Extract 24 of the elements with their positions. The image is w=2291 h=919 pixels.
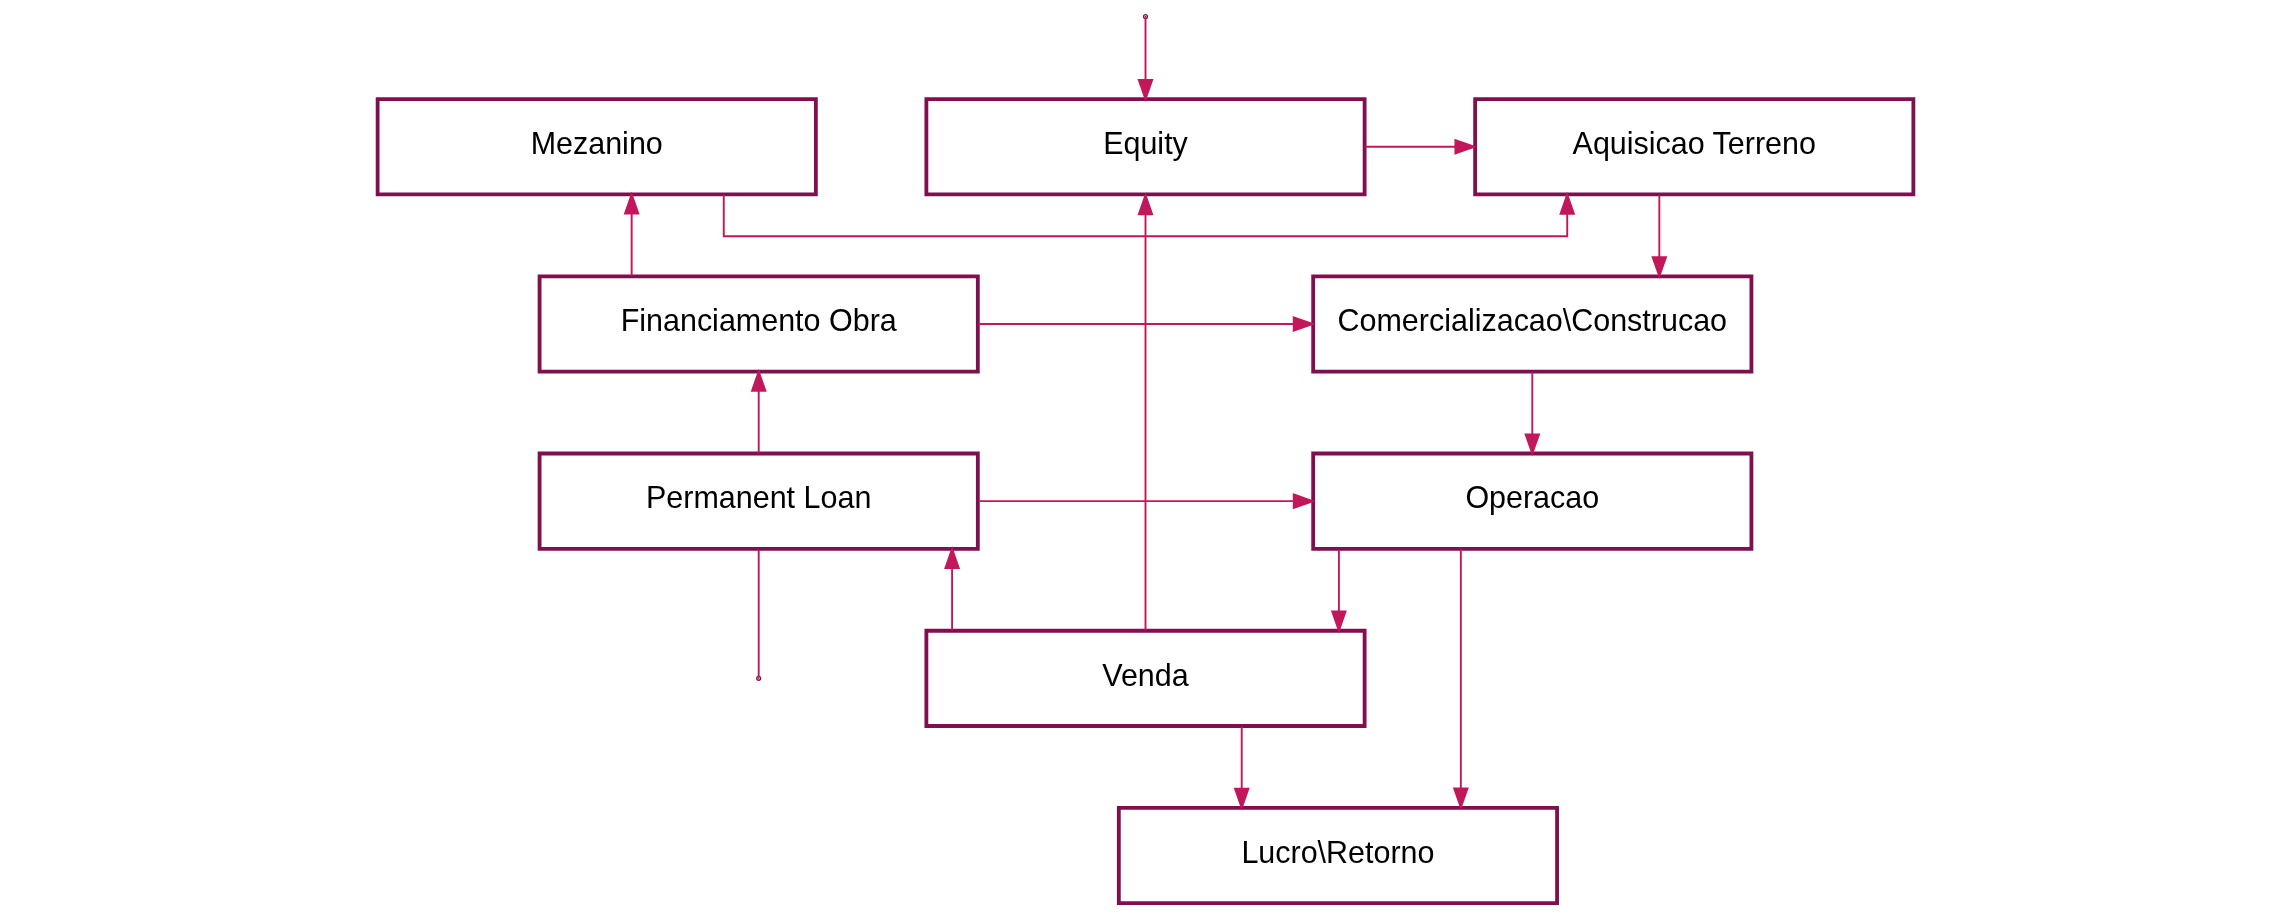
node-box: Lucro\Retorno (1116, 806, 1559, 906)
node-box: Permanent Loan (537, 451, 980, 551)
connector (757, 548, 760, 679)
arrow (623, 191, 640, 277)
arrow (1330, 548, 1347, 634)
node-box: Aquisicao Terreno (1473, 97, 1916, 197)
arrow (1137, 192, 1154, 632)
arrow (944, 546, 961, 631)
arrow (1524, 371, 1541, 457)
arrow (722, 191, 1576, 238)
node-box: Venda (924, 628, 1367, 728)
arrow (1452, 548, 1469, 811)
arrow (977, 315, 1316, 332)
node-box: Mezanino (375, 97, 818, 197)
arrow (977, 493, 1316, 510)
node-box: Equity (924, 97, 1367, 197)
node-box: Financiamento Obra (537, 274, 980, 374)
arrow (1651, 194, 1668, 280)
node-box: Comercializacao\Construcao (1311, 274, 1754, 374)
arrow (1233, 725, 1250, 811)
arrow (1363, 138, 1478, 155)
arrow (750, 368, 767, 454)
node-box: Operacao (1311, 451, 1754, 551)
arrow (1137, 16, 1154, 102)
